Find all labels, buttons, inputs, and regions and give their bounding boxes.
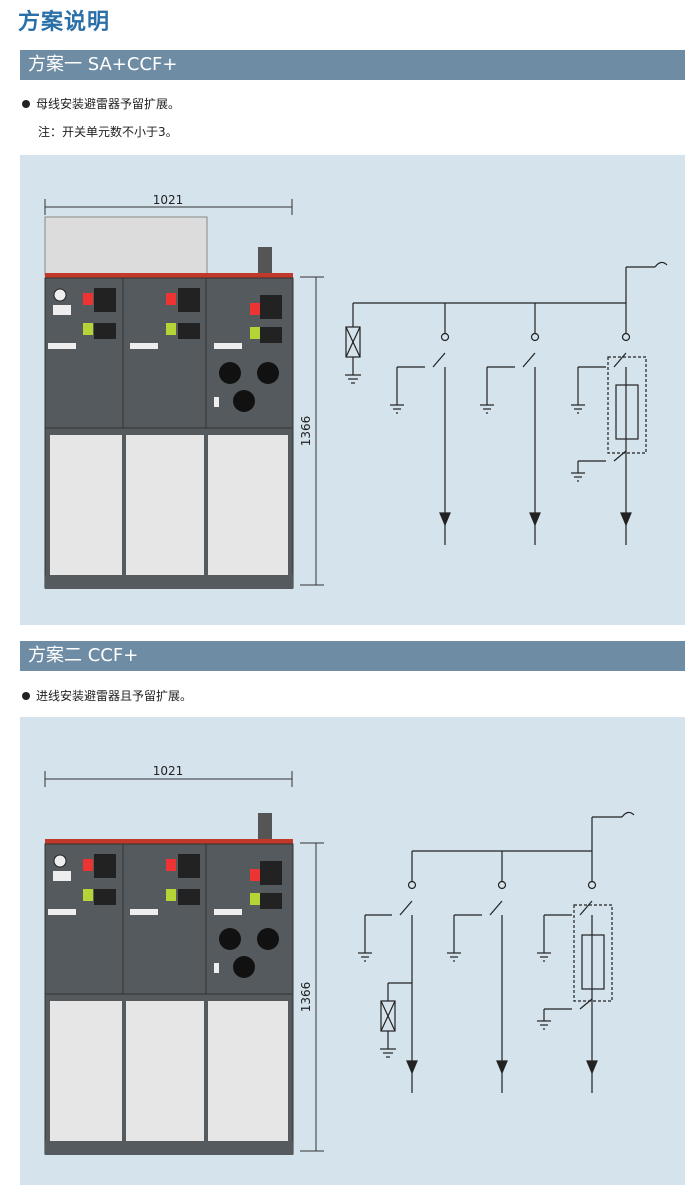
scheme2-bullet: 进线安装避雷器且予留扩展。 [22,687,192,704]
scheme2-bullet-text: 进线安装避雷器且予留扩展。 [36,689,193,703]
scheme1-heading: 方案一 SA+CCF+ [20,50,685,80]
scheme1-drawing: 1021 1366 [44,193,668,589]
scheme1-bullet-text: 母线安装避雷器予留扩展。 [36,97,181,111]
height-dimension-label: 1366 [299,982,313,1013]
scheme2-drawing: 1021 1366 [44,764,635,1155]
dimension-lines [44,199,324,586]
width-dimension-label: 1021 [153,193,184,207]
dimension-lines [44,771,324,1152]
scheme1-diagram-panel: 1021 1366 [20,155,685,625]
scheme1-note: 注：开关单元数不小于3。 [38,125,178,139]
height-dimension-label: 1366 [299,416,313,447]
scheme1-bullet: 母线安装避雷器予留扩展。 [22,95,180,112]
single-line-diagram [345,261,668,545]
switchgear-cabinet [44,216,294,589]
switchgear-cabinet [44,813,294,1155]
bullet-dot-icon [22,99,30,108]
scheme2-heading: 方案二 CCF+ [20,641,685,671]
bullet-dot-icon [22,691,30,700]
page-title: 方案说明 [18,10,111,35]
scheme2-diagram-panel: 1021 1366 [20,717,685,1185]
single-line-diagram [358,811,635,1093]
width-dimension-label: 1021 [153,764,184,778]
